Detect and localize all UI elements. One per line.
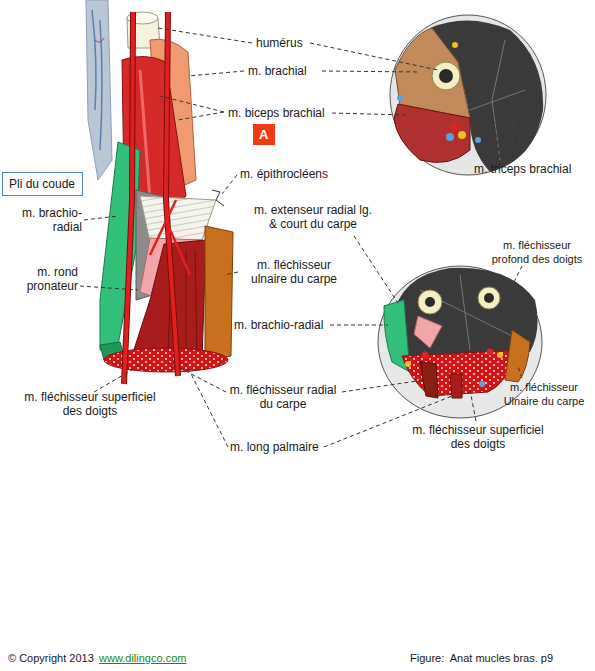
line-shape [512, 120, 520, 158]
line-shape [470, 390, 476, 421]
part-label: humérus [256, 36, 303, 50]
path-shape [86, 0, 112, 180]
path-shape [450, 374, 462, 398]
line-shape [84, 216, 118, 220]
part-label: m. fléchisseur superficiel des doigts [20, 390, 160, 418]
circle-shape [439, 69, 453, 83]
circle-shape [497, 352, 503, 358]
line-shape [505, 266, 522, 300]
figure-marker: A [253, 124, 275, 145]
path-shape [150, 200, 190, 275]
line-shape [330, 325, 388, 326]
leader-lines [80, 28, 522, 447]
path-shape [124, 12, 133, 384]
part-label: m. extenseur radial lg. & court du carpe [250, 203, 376, 231]
line-shape [224, 272, 238, 275]
website-link: www.dilingco.com [99, 651, 186, 665]
part-label: m. biceps brachial [228, 106, 325, 120]
part-label: m. fléchisseur superficiel des doigts [408, 423, 548, 451]
line-shape [188, 71, 244, 76]
figure-caption: Figure: Anat mucles bras. p9 [410, 651, 553, 665]
bracket [212, 190, 224, 206]
line-shape [158, 28, 252, 43]
circle-shape [478, 287, 500, 309]
part-label: m. triceps brachial [474, 162, 571, 176]
path-shape [166, 12, 178, 376]
part-label: m. long palmaire [230, 440, 319, 454]
circle-shape [452, 42, 458, 48]
part-label: m. rond pronateur [8, 265, 78, 293]
circle-shape [397, 95, 403, 101]
circle-shape [418, 290, 442, 314]
line-shape [342, 380, 424, 392]
circle-shape [432, 62, 460, 90]
circle-shape [451, 123, 459, 131]
line-shape [310, 43, 438, 70]
line-shape [80, 286, 138, 290]
part-label: m. fléchisseur profond des doigts [484, 238, 590, 266]
path-shape [470, 40, 525, 160]
path-shape [414, 316, 442, 348]
circle-shape [487, 349, 494, 356]
upper-cross-section [390, 15, 546, 175]
part-label: m. brachio- radial [10, 206, 82, 234]
path-shape [92, 10, 102, 150]
node-text: A [259, 127, 269, 142]
part-label: m. épithrocléens [240, 167, 328, 181]
line-shape [354, 236, 398, 303]
region-box: Pli du coude [2, 172, 83, 196]
path-shape [124, 12, 133, 384]
path-shape [166, 12, 178, 376]
path-shape [140, 70, 150, 200]
path-shape [205, 226, 233, 360]
arm-view [86, 0, 233, 384]
line-shape [332, 113, 405, 115]
circle-shape [479, 381, 485, 387]
circle-shape [405, 361, 411, 367]
circle-shape [484, 293, 494, 303]
line-shape [160, 96, 224, 112]
path-shape [395, 28, 470, 118]
circle-shape [446, 133, 454, 141]
circle-shape [425, 297, 435, 307]
line-shape [518, 366, 522, 378]
line-shape [492, 112, 500, 158]
part-label: m. fléchisseur radial du carpe [228, 383, 338, 411]
part-label: m. fléchisseur ulnaire du carpe [240, 258, 348, 286]
line-shape [186, 364, 228, 447]
circle-shape [475, 137, 481, 143]
part-label: m. brachio-radial [234, 318, 323, 332]
line-shape [94, 364, 142, 392]
path-shape [95, 38, 104, 42]
line-shape [222, 175, 237, 194]
path-shape [505, 330, 530, 382]
part-label: m. fléchisseur Ulnaire du carpe [498, 380, 590, 408]
ellipse-shape [390, 15, 546, 175]
path-shape [420, 362, 438, 398]
node-text: Pli du coude [9, 177, 76, 191]
path-shape [394, 104, 470, 162]
part-label: m. brachial [248, 64, 307, 78]
line-shape [168, 362, 226, 392]
line-shape [322, 71, 420, 72]
line-shape [178, 112, 224, 120]
circle-shape [422, 352, 429, 359]
circle-shape [458, 131, 466, 139]
part-label: © Copyright 2013 [8, 651, 94, 665]
line-shape [324, 396, 452, 447]
